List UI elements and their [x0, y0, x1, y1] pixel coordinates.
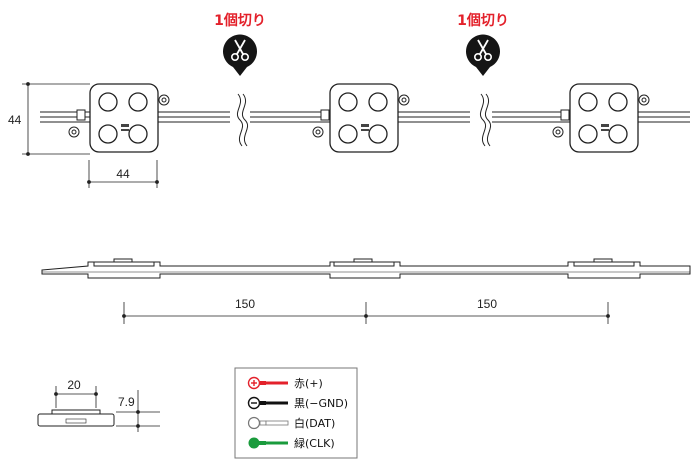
legend-label-red: 赤(+) [294, 377, 323, 390]
cut-label-2: 1個切り [457, 12, 509, 29]
legend-label-white: 白(DAT) [294, 416, 335, 430]
wire-legend: 赤(+) 黒(−GND) 白(DAT) 緑(CLK) [234, 367, 358, 459]
plus-terminal-icon [247, 376, 288, 390]
led-strip-side-view [41, 258, 691, 279]
dimension-side-width-label: 20 [67, 378, 81, 392]
dimension-side-height [116, 390, 160, 432]
dimension-side-height-label: 7.9 [118, 395, 135, 409]
dimension-width-label: 44 [116, 167, 130, 181]
open-terminal-icon [247, 416, 289, 430]
led-module-top [552, 83, 650, 153]
minus-terminal-icon [247, 396, 288, 410]
dimension-width [87, 160, 159, 188]
led-module-top [68, 83, 170, 153]
dimension-height [22, 82, 90, 156]
legend-label-green: 緑(CLK) [294, 436, 335, 450]
cut-label-1: 1個切り [214, 12, 266, 29]
dimension-side-width [54, 386, 98, 408]
green-terminal-icon [248, 437, 288, 449]
dimension-height-label: 44 [8, 113, 22, 127]
module-side-profile [37, 409, 115, 427]
scissors-icon [466, 34, 500, 77]
dimension-pitch-label-2: 150 [477, 297, 497, 311]
scissors-icon [223, 34, 257, 77]
dimension-pitch [122, 302, 610, 324]
dimension-pitch-label-1: 150 [235, 297, 255, 311]
legend-label-black: 黒(−GND) [294, 397, 348, 410]
led-module-top [312, 83, 410, 153]
